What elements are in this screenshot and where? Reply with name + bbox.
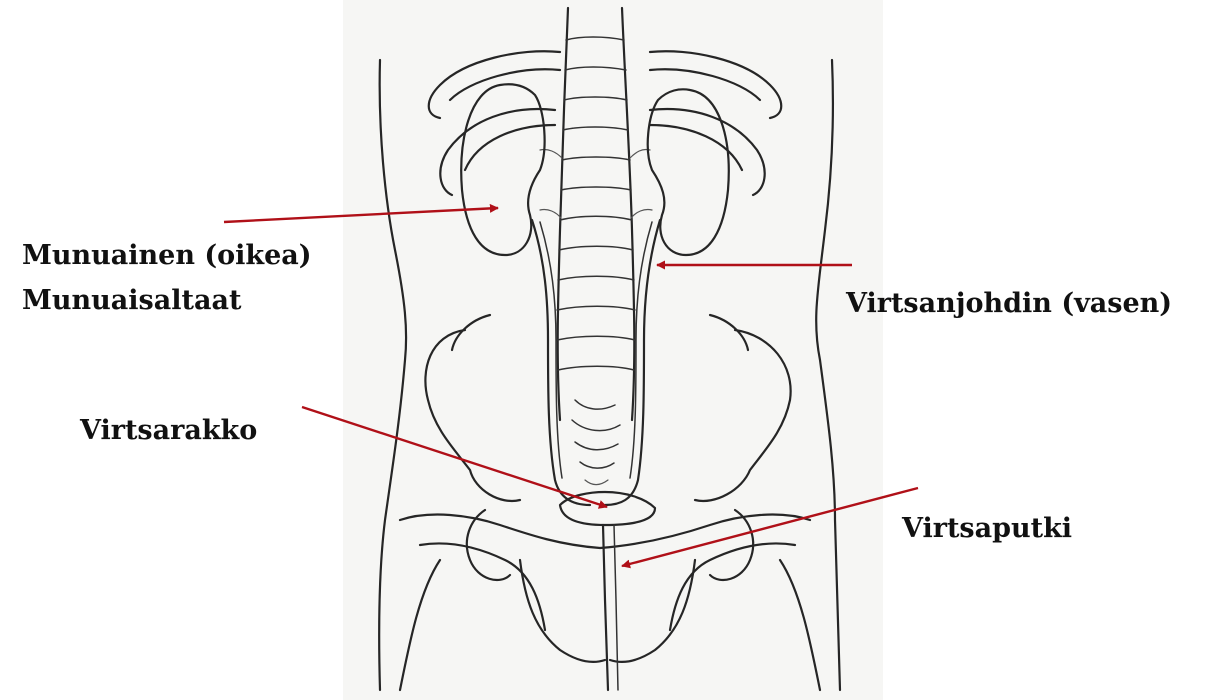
ureters bbox=[532, 220, 660, 505]
label-kidney-right: Munuainen (oikea) bbox=[22, 242, 312, 269]
label-urethra: Virtsaputki bbox=[902, 515, 1072, 542]
bladder-urethra bbox=[560, 492, 655, 690]
callout-arrows bbox=[224, 208, 918, 566]
label-ureter-left: Virtsanjohdin (vasen) bbox=[846, 290, 1172, 317]
arrow-urethra bbox=[622, 488, 918, 566]
pelvis bbox=[400, 315, 820, 690]
arrow-bladder bbox=[302, 407, 607, 507]
arrow-kidney bbox=[224, 208, 498, 222]
label-renal-pelvis: Munuaisaltaat bbox=[22, 287, 241, 314]
label-bladder: Virtsarakko bbox=[80, 417, 257, 444]
torso-outline bbox=[379, 60, 840, 690]
